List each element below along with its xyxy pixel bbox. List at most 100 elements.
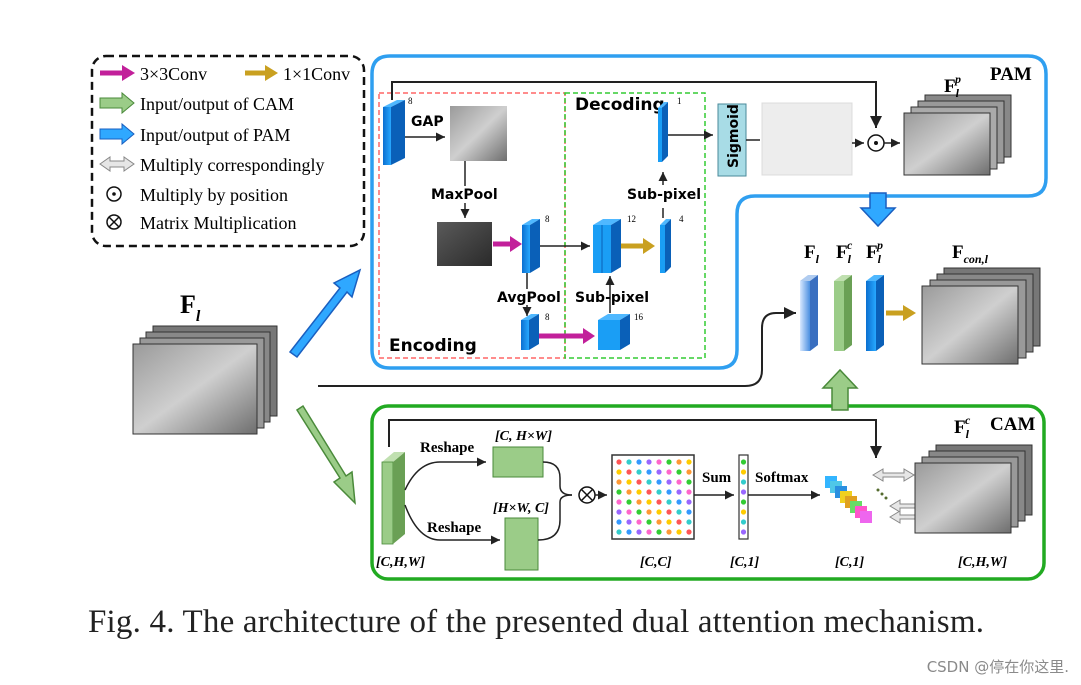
dim-c1b: [C,1] (835, 555, 865, 570)
matrix-dot (616, 519, 622, 525)
channel-4-label: 4 (679, 214, 684, 224)
sigmoid-label: Sigmoid (726, 104, 742, 168)
maxpool-label: MaxPool (431, 187, 498, 203)
vector-dot (740, 479, 747, 485)
conv3-arrow (493, 236, 522, 252)
matrix-dot (666, 529, 672, 535)
pam-to-fusion-arrow (859, 192, 897, 228)
matrix-dot (616, 529, 622, 535)
pam-conv-block-8c (521, 314, 539, 350)
matrix-dot (676, 509, 682, 515)
watermark: CSDN @停在你这里. (926, 658, 1069, 676)
matrix-dot (616, 489, 622, 495)
magenta-arrow-icon (100, 65, 135, 81)
fusion-label-fc: Flc (836, 238, 853, 266)
channel-1-label: 1 (677, 96, 682, 106)
channel-8c-label: 8 (545, 312, 550, 322)
matrix-dot (626, 459, 632, 465)
matrix-dot (686, 479, 692, 485)
matrix-dot (636, 509, 642, 515)
gap-label: GAP (411, 114, 444, 130)
sum-label: Sum (702, 470, 732, 486)
matrix-dot (656, 509, 662, 515)
vector-dot (740, 489, 747, 495)
channel-8b-label: 8 (545, 214, 550, 224)
cam-input-block (381, 452, 405, 545)
vector-dot (740, 509, 747, 515)
c1-vector-dots (740, 459, 747, 535)
matrix-dot (646, 509, 652, 515)
reshape-top-label: Reshape (420, 440, 475, 456)
dot-circle-icon (106, 186, 122, 202)
double-arrow-icon (99, 156, 135, 172)
matrix-dot (626, 519, 632, 525)
vector-dot (740, 499, 747, 505)
matrix-dot (676, 529, 682, 535)
legend: 3×3Conv 1×1Conv Input/output of CAM Inpu… (90, 54, 366, 248)
encoding-region (378, 92, 566, 359)
channel-8-label: 8 (408, 96, 413, 106)
fusion-block-fl (800, 275, 818, 351)
cam-input-dim: [C,H,W] (376, 555, 425, 570)
avgpool-label: AvgPool (497, 290, 561, 306)
vector-dot (740, 459, 747, 465)
fused-output-stack (921, 267, 1041, 365)
matrix-dot (686, 529, 692, 535)
matrix-dot (686, 459, 692, 465)
legend-mult-corr: Multiply correspondingly (140, 155, 324, 175)
legend-conv1: 1×1Conv (283, 64, 350, 84)
matrix-dot (626, 479, 632, 485)
encoding-label: Encoding (389, 336, 477, 356)
matrix-dot (626, 469, 632, 475)
matrix-dot (676, 469, 682, 475)
matrix-dot (616, 469, 622, 475)
pam-conv-block-8 (383, 100, 405, 165)
green-hollow-arrow-icon (99, 91, 135, 115)
cam-output-dim: [C,H,W] (958, 555, 1007, 570)
conv3-arrow-bottom (539, 328, 595, 344)
matrix-dot (686, 519, 692, 525)
cc-matrix (611, 454, 695, 540)
matrix-dot (666, 489, 672, 495)
matrix-dot (656, 459, 662, 465)
pam-conv-block-8b (522, 219, 540, 273)
matrix-dot (676, 499, 682, 505)
matrix-dot (646, 529, 652, 535)
matrix-dot (646, 489, 652, 495)
cc-matrix-dots (616, 459, 692, 535)
c1-vector (738, 454, 749, 540)
matrix-dot (646, 459, 652, 465)
pam-module: PAM Encoding Decoding 8 GAP MaxPool (370, 54, 1048, 370)
matrix-dot (616, 509, 622, 515)
matrix-dot (676, 519, 682, 525)
sigmoid-box (717, 103, 747, 177)
matrix-dot (616, 499, 622, 505)
matrix-dot (616, 479, 622, 485)
matrix-dot (656, 489, 662, 495)
fusion-block-fc (834, 275, 852, 351)
vector-dot (740, 469, 747, 475)
matrix-dot (666, 509, 672, 515)
legend-matmul: Matrix Multiplication (140, 213, 296, 233)
matrix-dot (676, 479, 682, 485)
matrix-dot (626, 489, 632, 495)
fusion-label-fl: Fl (804, 242, 820, 266)
pam-block-12 (593, 219, 621, 273)
softmax-label: Softmax (755, 470, 809, 486)
dim-c1a: [C,1] (730, 555, 760, 570)
cam-title: CAM (990, 414, 1035, 435)
matmul-icon (578, 486, 596, 504)
reshape-bottom-label: Reshape (427, 520, 482, 536)
multiply-position-icon (867, 134, 885, 152)
pam-block-1 (658, 102, 668, 162)
matrix-dot (626, 509, 632, 515)
matrix-dot (666, 499, 672, 505)
pam-output-label: Flp (944, 72, 961, 100)
matrix-dot (646, 519, 652, 525)
fusion-label-fp: Flp (866, 238, 883, 266)
reshape-bottom-block (504, 517, 539, 571)
input-stack (132, 325, 278, 435)
matrix-dot (656, 529, 662, 535)
input-to-pam-arrow (288, 268, 362, 359)
vector-dot (740, 519, 747, 525)
